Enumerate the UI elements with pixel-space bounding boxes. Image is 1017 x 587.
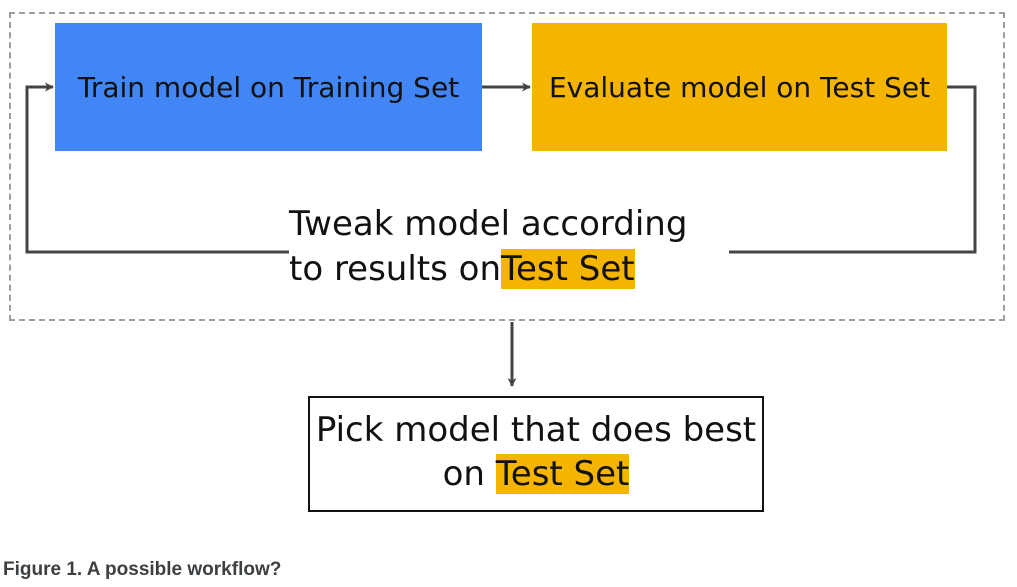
- pick-line-2: on Test Set: [310, 452, 762, 496]
- iteration-loop-frame: [9, 12, 1005, 321]
- pick-line-1: Pick model that does best: [315, 410, 757, 450]
- tweak-model-step: Tweak model according to results onTest …: [289, 202, 729, 292]
- arrow-tweak-to-train: [25, 82, 289, 254]
- evaluate-model-box: Evaluate model on Test Set: [532, 23, 947, 151]
- train-model-label: Train model on Training Set: [77, 70, 460, 104]
- tweak-test-set-highlight: Test Set: [501, 249, 635, 289]
- arrow-evaluate-to-tweak: [697, 85, 977, 257]
- pick-best-model-box: Pick model that does best on Test Set: [308, 396, 764, 512]
- train-model-box: Train model on Training Set: [55, 23, 482, 151]
- pick-test-set-highlight: Test Set: [495, 454, 630, 494]
- tweak-line-1: Tweak model according: [289, 204, 688, 244]
- pick-line-2-text: on: [442, 454, 496, 494]
- diagram-arrows: [25, 82, 977, 387]
- figure-caption: Figure 1. A possible workflow?: [3, 559, 282, 580]
- workflow-diagram: Train model on Training Set Evaluate mod…: [9, 12, 1005, 512]
- tweak-line-2-text: to results on: [289, 249, 502, 289]
- evaluate-model-label: Evaluate model on Test Set: [548, 70, 931, 104]
- tweak-line-2: to results onTest Set: [289, 247, 729, 292]
